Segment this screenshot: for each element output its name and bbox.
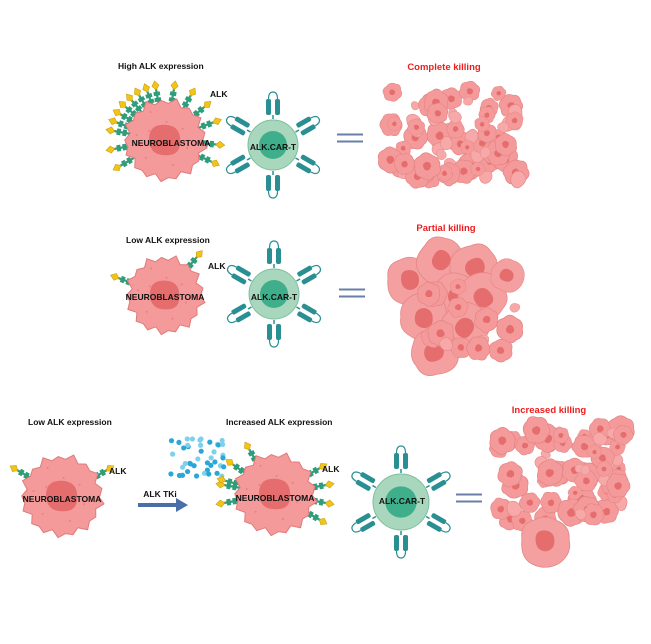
car-receptor (393, 445, 409, 474)
car-receptor (222, 151, 255, 179)
tki-dot (187, 460, 193, 466)
row1-tumor-label: NEUROBLASTOMA (132, 138, 211, 148)
row3-tumor-label: NEUROBLASTOMA (23, 494, 102, 504)
car-receptor (291, 111, 324, 139)
tki-dot (170, 451, 176, 457)
row3-increased-label: Increased ALK expression (226, 417, 332, 427)
row1-cart-label: ALK.CAR-T (250, 142, 297, 152)
row3-neuroblastoma-cell-treated (214, 439, 336, 537)
tki-dot (168, 438, 175, 444)
row1-car-t-cell (222, 91, 324, 199)
row3-cart-label: ALK.CAR-T (379, 496, 426, 506)
row3-drug-label: ALK TKi (143, 489, 177, 499)
alk-receptor (196, 114, 224, 133)
tki-dot (208, 455, 214, 461)
tki-dot (181, 445, 187, 451)
row1-alk-label: ALK (210, 89, 228, 99)
car-receptor (348, 467, 381, 495)
tki-dot (206, 471, 212, 477)
tki-dot (207, 439, 213, 445)
car-receptor (266, 319, 282, 348)
tki-dot (193, 473, 200, 479)
row2-neuroblastoma-cell (108, 247, 207, 336)
car-receptor (421, 509, 454, 537)
row3-outcome-label: Increased killing (512, 405, 587, 416)
row3-car-t-cell (348, 445, 454, 559)
tki-dot (220, 441, 226, 448)
tki-dot (219, 437, 225, 444)
tki-dot (214, 470, 220, 476)
car-receptor (223, 260, 256, 288)
row1-outcome-label: Complete killing (407, 62, 481, 73)
cart-nucleus (260, 280, 288, 308)
tumor-nucleus (149, 124, 181, 156)
row2-expression-label: Low ALK expression (126, 235, 210, 245)
row2-alk-label: ALK (208, 261, 226, 271)
car-receptor (348, 509, 381, 537)
tki-dot (220, 455, 226, 461)
row1-neuroblastoma-cell (104, 79, 227, 183)
row3-neuroblastoma-cell (7, 454, 117, 539)
row3-expression-label: Low ALK expression (28, 417, 112, 427)
tumor-nucleus (259, 478, 291, 510)
row3-alk-label: ALK (109, 466, 127, 476)
tki-dot (180, 464, 186, 470)
debris-fragment (507, 300, 522, 315)
row3-equals-sign (456, 493, 482, 503)
tki-dot (184, 436, 190, 442)
tki-dot (168, 471, 174, 477)
tki-dot (221, 464, 227, 470)
tki-dot (185, 442, 191, 448)
tki-dot (204, 460, 211, 466)
tki-dot (195, 456, 201, 462)
tki-dot (198, 448, 204, 454)
cart-nucleus (385, 486, 417, 518)
tumor-nucleus (46, 480, 78, 512)
car-receptor (222, 111, 255, 139)
tki-dot (176, 439, 182, 445)
row2-car-t-cell (223, 240, 325, 348)
row1-equals-sign (337, 133, 363, 143)
tki-dot (212, 459, 218, 465)
tki-dot (191, 463, 197, 469)
row3-surviving-cell (521, 516, 571, 568)
tki-dot (215, 442, 222, 448)
car-receptor (393, 530, 409, 559)
row2-tumor-label: NEUROBLASTOMA (126, 292, 205, 302)
alk-receptor (178, 85, 200, 112)
row3-tki-molecules (168, 436, 227, 479)
row2-cart-label: ALK.CAR-T (251, 292, 298, 302)
row2-equals-sign (339, 288, 365, 298)
row3-arrow-right (138, 498, 188, 512)
alk-receptor (195, 150, 222, 170)
car-receptor (265, 91, 281, 120)
row1-expression-label: High ALK expression (118, 61, 204, 71)
tki-dot (201, 470, 208, 476)
tki-dot (184, 468, 191, 475)
car-receptor (291, 151, 324, 179)
tki-dot (197, 442, 204, 448)
row3-alk-label-2: ALK (322, 464, 340, 474)
row1-dead-cell-debris (372, 79, 535, 194)
car-receptor (223, 300, 256, 328)
tki-dot (182, 460, 188, 467)
tki-dot (197, 437, 203, 443)
tki-dot (179, 472, 186, 478)
car-receptor (292, 260, 325, 288)
car-receptor (266, 240, 282, 269)
tki-dot (189, 436, 196, 442)
row2-outcome-label: Partial killing (416, 223, 475, 234)
car-receptor (265, 170, 281, 199)
row3-tumor-label-2: NEUROBLASTOMA (236, 493, 315, 503)
tki-dot (211, 449, 217, 455)
row3-dead-cell-debris (483, 412, 638, 535)
debris-fragment (483, 422, 521, 460)
car-receptor (292, 300, 325, 328)
cart-nucleus (259, 131, 287, 159)
tumor-nucleus (149, 280, 180, 310)
car-receptor (421, 467, 454, 495)
debris-fragment (379, 79, 406, 105)
